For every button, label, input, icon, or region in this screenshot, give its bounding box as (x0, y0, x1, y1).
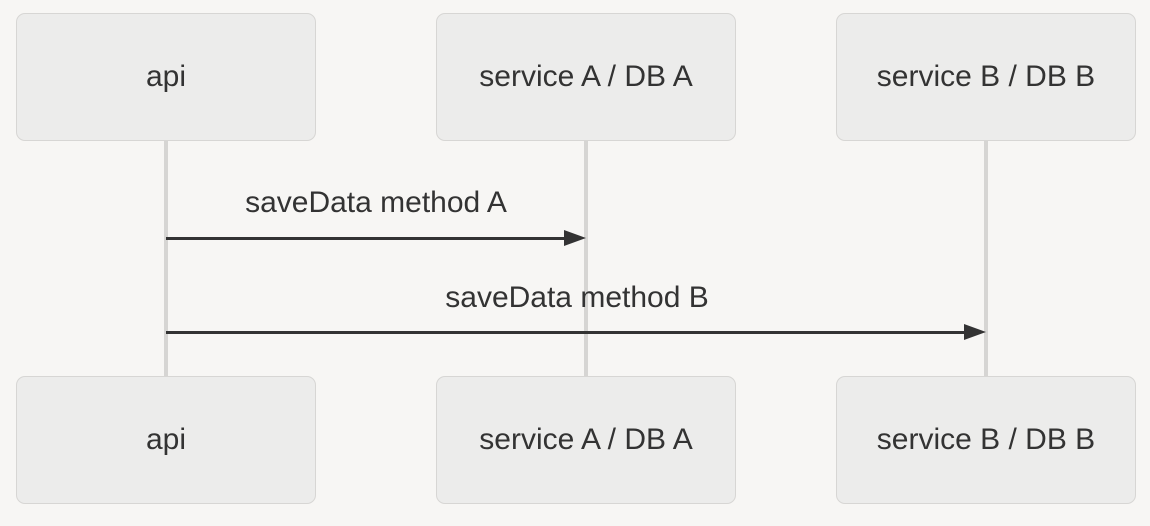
actor-top-service-b: service B / DB B (836, 13, 1136, 141)
actor-bottom-service-a: service A / DB A (436, 376, 736, 504)
lifeline-api (164, 140, 168, 376)
arrowhead-right-icon (564, 230, 586, 246)
actor-label: service B / DB B (876, 423, 1096, 456)
message-label-save-data-a: saveData method A (245, 186, 507, 219)
actor-top-service-a: service A / DB A (436, 13, 736, 141)
actor-label: api (145, 423, 187, 456)
actor-label: service B / DB B (876, 60, 1096, 93)
message-label-save-data-b: saveData method B (445, 281, 709, 314)
actor-label: service A / DB A (479, 60, 693, 93)
arrowhead-right-icon (964, 324, 986, 340)
lifeline-service-a (584, 140, 588, 376)
actor-label: service A / DB A (479, 423, 693, 456)
actor-top-api: api (16, 13, 316, 141)
actor-bottom-service-b: service B / DB B (836, 376, 1136, 504)
lifeline-service-b (984, 140, 988, 376)
message-arrow-save-data-b (166, 331, 968, 334)
actor-bottom-api: api (16, 376, 316, 504)
actor-label: api (145, 60, 187, 93)
message-arrow-save-data-a (166, 237, 568, 240)
